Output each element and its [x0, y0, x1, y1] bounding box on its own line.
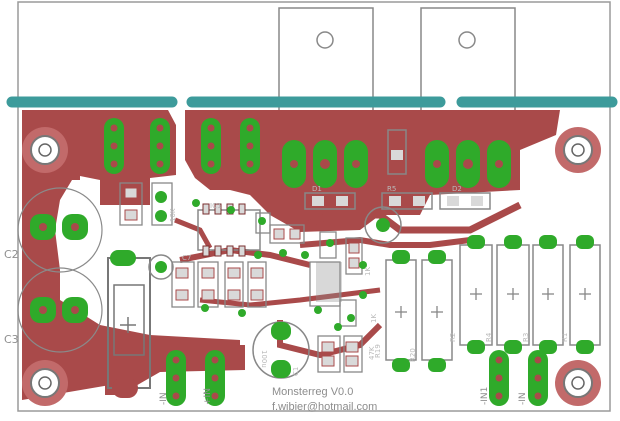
trimmer-pad [376, 218, 390, 232]
board-title: Monsterreg V0.0 [272, 386, 353, 398]
mount-hole-top-left [22, 127, 68, 173]
copper-pour-left [22, 110, 240, 400]
label-d1: D1 [312, 185, 322, 193]
diode-d2-pad-b [471, 196, 483, 206]
diode-d2-pad-a [447, 196, 459, 206]
input-pads-left [166, 350, 225, 406]
label-r19: R19 [374, 344, 382, 358]
label-1k-a: 1K [364, 267, 372, 276]
label-r5: R5 [387, 185, 396, 193]
label-in-minus: -IN [159, 392, 169, 405]
cap-c3-pads [30, 297, 88, 323]
cap-c3-outline [17, 267, 103, 353]
label-100u: 100u [260, 350, 268, 368]
resistor-r5 [381, 192, 433, 210]
smd-vertical-top [387, 129, 407, 175]
label-1k-b: 1K [370, 314, 378, 323]
smd-cluster-pads [124, 187, 360, 367]
header-pads-a [104, 118, 170, 174]
mount-hole-bottom-left [22, 360, 68, 406]
cap-c7-pad [155, 261, 167, 273]
header-pads-b [201, 118, 260, 174]
diode-d2 [439, 192, 491, 210]
cap-c1-pad-a [271, 322, 291, 340]
label-c2: C2 [4, 248, 19, 261]
label-c1: C1 [292, 367, 300, 376]
label-r4: R4 [485, 332, 493, 342]
label-r2: R2 [449, 333, 457, 342]
mount-hole-left [316, 31, 334, 49]
board-email: f.wibier@hotmail.com [272, 401, 377, 413]
label-in-plus: +IN [203, 388, 213, 405]
vias [155, 191, 367, 331]
label-r1: R1 [561, 333, 569, 342]
cap-c1-pad-b [271, 360, 291, 378]
smd-cluster [119, 182, 363, 373]
mount-hole-bottom-right [555, 360, 601, 406]
small-ic-body [316, 262, 342, 302]
label-47k: 47K [368, 346, 376, 360]
bridge-pad-bottom [112, 378, 138, 398]
cap-c2-pads [30, 214, 88, 240]
diode-d1 [304, 192, 356, 210]
diode-d1-pad-a [312, 196, 324, 206]
bridge-pad-top [110, 250, 136, 266]
trace-mid-6 [174, 217, 213, 250]
label-d2: D2 [452, 185, 462, 193]
label-in1-minus: -IN1 [480, 387, 490, 405]
regulator-right-pads [425, 140, 511, 188]
label-10k: 10K [169, 208, 177, 222]
mount-hole-right [458, 31, 476, 49]
trace-mid-2 [299, 236, 471, 248]
bridge-inner [113, 284, 145, 356]
power-resistor-plus [395, 288, 591, 318]
resistor-r5-pad-a [389, 196, 401, 206]
power-resistor-pads [392, 235, 594, 372]
resistor-r5-pad-b [413, 196, 425, 206]
label-in-minus-right: -IN [518, 392, 528, 405]
label-r20: R20 [409, 348, 417, 362]
label-ic1: IC1 [210, 202, 221, 210]
diode-d1-pad-b [336, 196, 348, 206]
label-c7: C7 [182, 254, 191, 262]
cap-c2-outline [17, 187, 103, 273]
label-c3: C3 [4, 333, 19, 346]
input-pads-right [489, 350, 548, 406]
regulator-left-pads [282, 140, 368, 188]
label-r3: R3 [522, 333, 530, 342]
smd-vertical-top-pad [391, 150, 403, 160]
trimmer-outline [364, 206, 402, 244]
mount-hole-top-right [555, 127, 601, 173]
trace-mid-4 [199, 287, 381, 308]
cap-c7-outline [148, 254, 174, 280]
